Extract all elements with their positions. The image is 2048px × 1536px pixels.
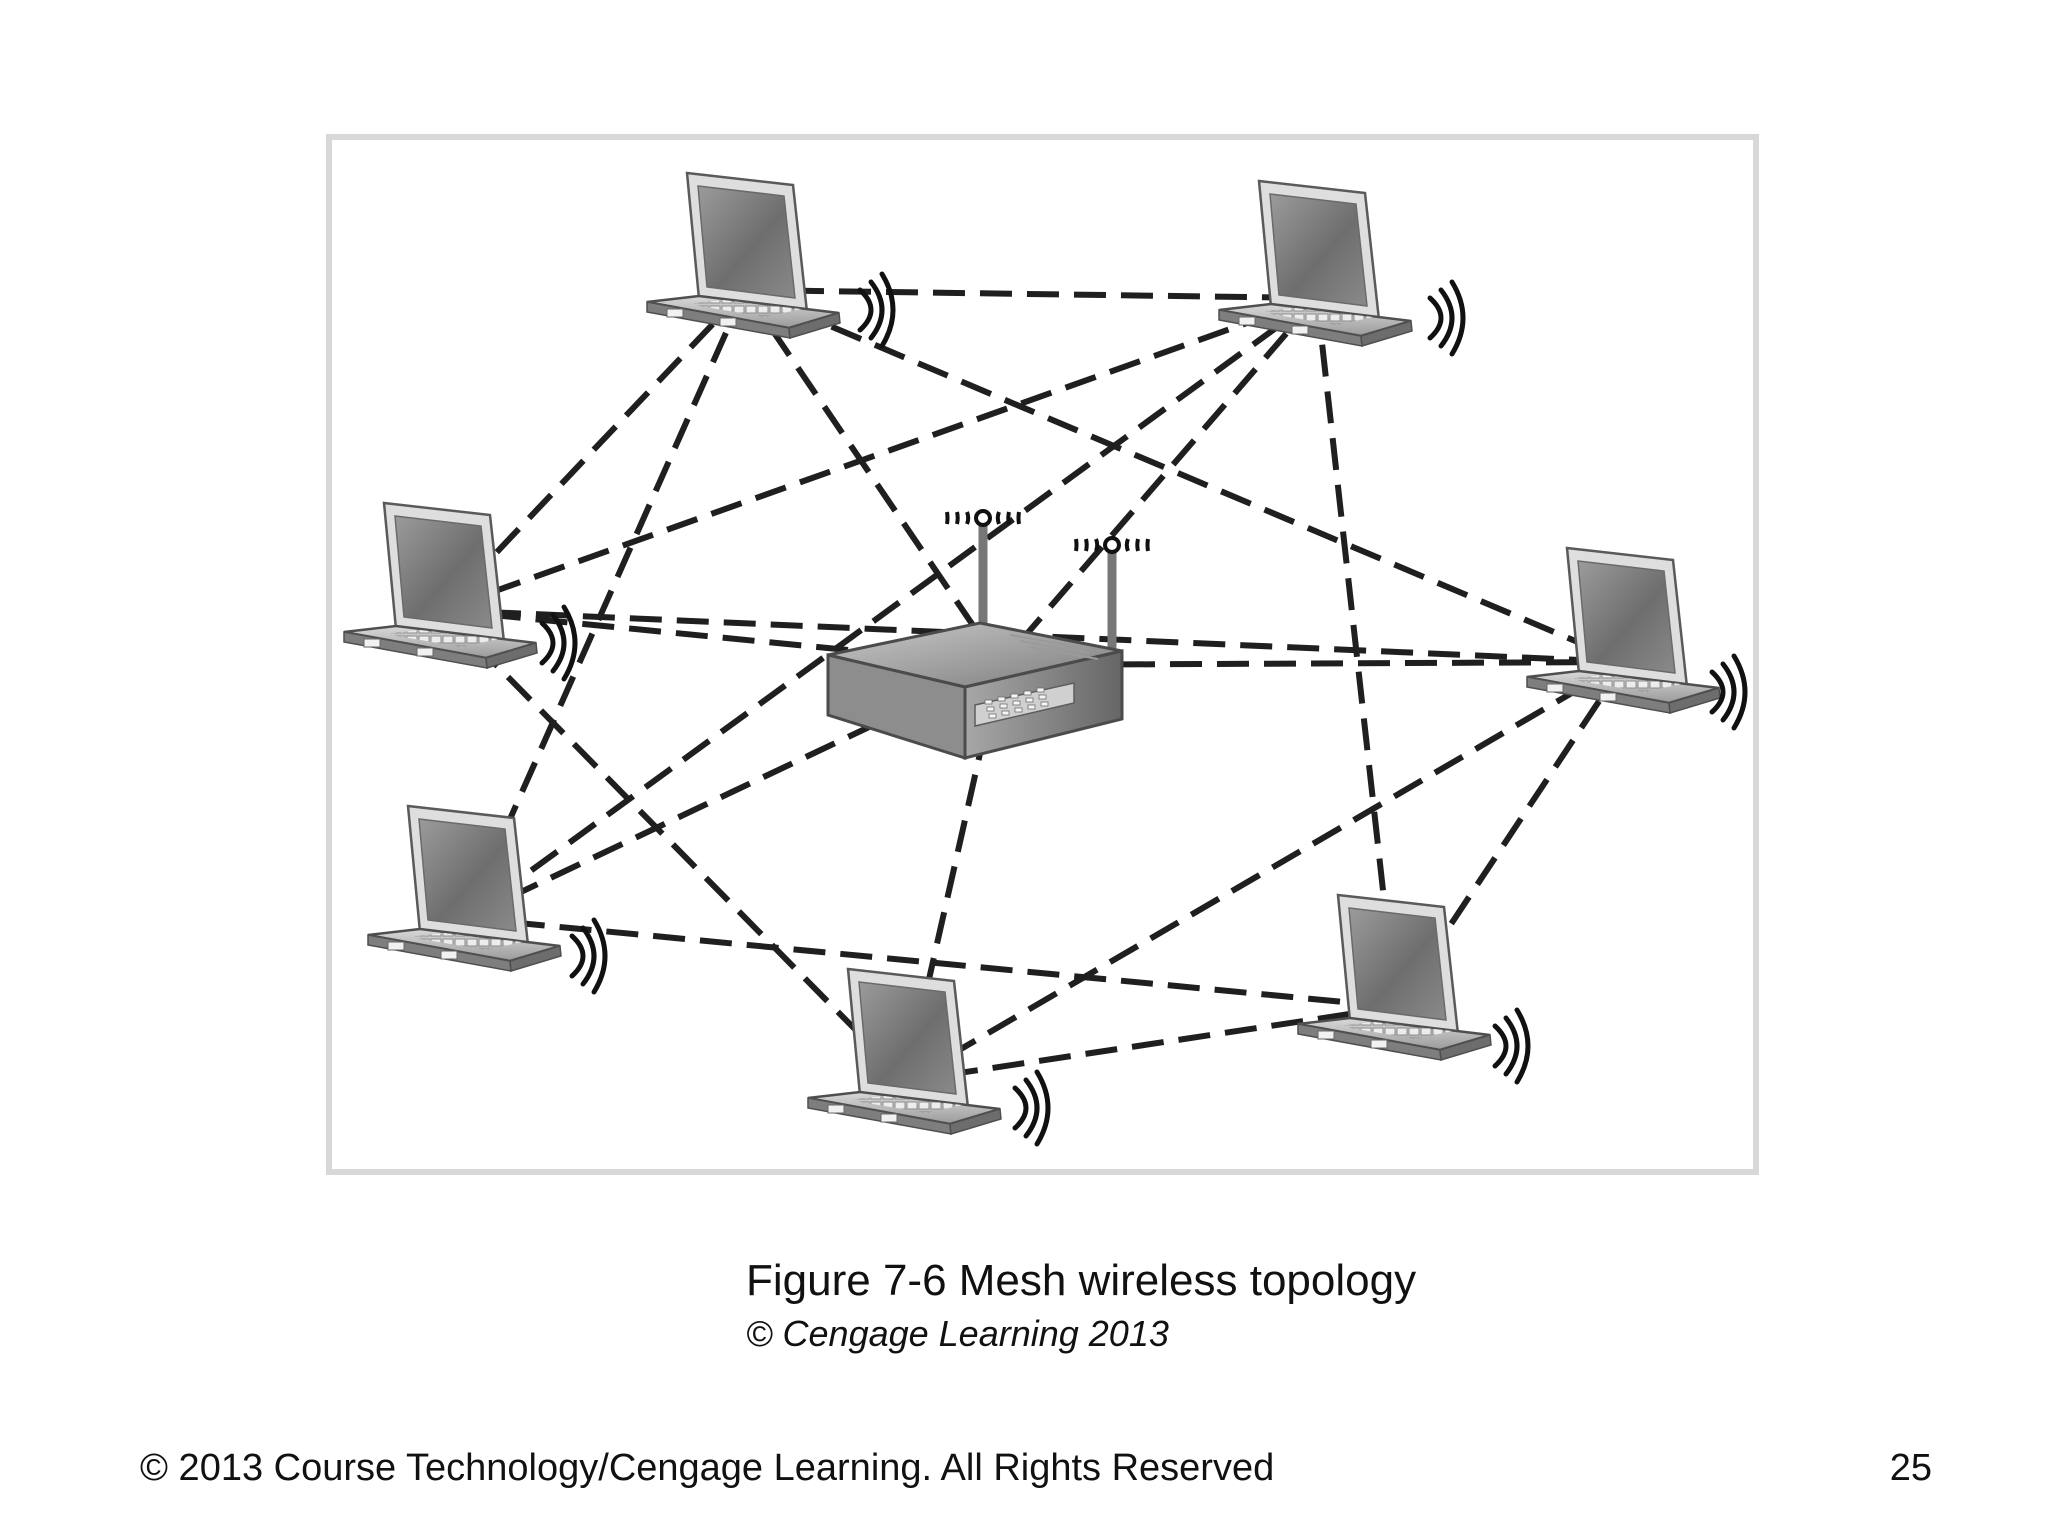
mesh-link-16 [465, 915, 1397, 1010]
laptop-7-wireless-signal-icon [1012, 1069, 1051, 1147]
mesh-link-11 [439, 607, 909, 1084]
laptop-1-icon [646, 171, 841, 339]
mesh-link-9 [997, 296, 1320, 667]
laptop-3-icon [343, 501, 538, 669]
mesh-link-4 [463, 288, 748, 920]
mesh-link-6 [440, 295, 1319, 613]
router-antenna-1-signal-icon [945, 509, 1021, 527]
laptop-1-wireless-signal-icon [857, 271, 896, 349]
laptop-4-wireless-signal-icon [1709, 653, 1748, 731]
mesh-link-2 [439, 287, 748, 613]
figure-credit: © Cengage Learning 2013 [746, 1313, 1169, 1354]
figure-caption: Figure 7-6 Mesh wireless topology [746, 1256, 1417, 1305]
laptop-6-icon [1297, 893, 1492, 1061]
laptop-6-wireless-signal-icon [1492, 1007, 1531, 1085]
mesh-link-18 [905, 1004, 1397, 1084]
mesh-link-7 [464, 295, 1319, 921]
diagram-frame-border [326, 134, 1759, 1175]
router-antenna-2-signal-icon [1074, 536, 1150, 554]
router-icon [826, 509, 1150, 761]
mesh-link-3 [743, 287, 1627, 665]
laptop-2-icon [1218, 179, 1413, 347]
mesh-link-1 [744, 287, 1318, 301]
laptop-2-wireless-signal-icon [1427, 279, 1466, 357]
page-number: 25 [1889, 1447, 1932, 1489]
laptop-5-wireless-signal-icon [569, 917, 608, 995]
laptop-5-icon [367, 804, 562, 972]
copyright-footer: © 2013 Course Technology/Cengage Learnin… [140, 1447, 1275, 1489]
mesh-nodes [343, 171, 1748, 1147]
laptop-3-wireless-signal-icon [539, 604, 578, 682]
laptop-7-icon [807, 967, 1002, 1135]
mesh-link-5 [742, 288, 1003, 667]
laptop-4-icon [1526, 546, 1721, 714]
